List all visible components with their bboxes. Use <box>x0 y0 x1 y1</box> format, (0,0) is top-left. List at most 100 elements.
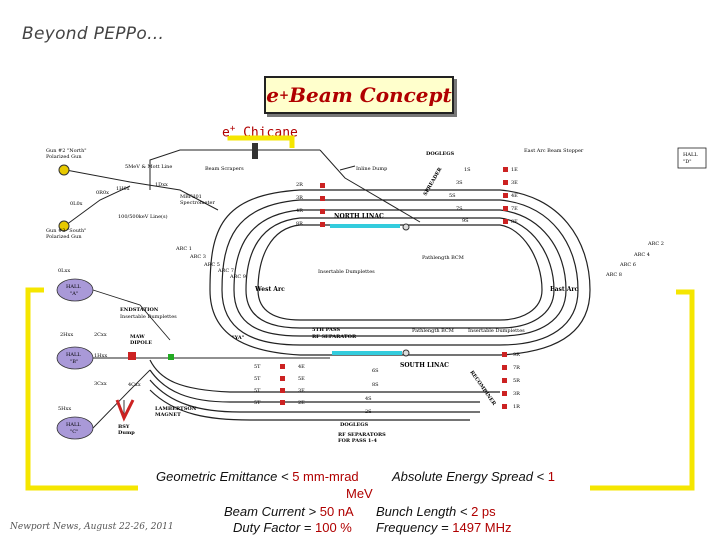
label-dipole: DIPOLE <box>130 340 152 346</box>
label-mott: 5MeV & Mott Line <box>125 164 172 170</box>
current-value: 50 nA <box>319 504 354 519</box>
label-r3: 3R <box>513 391 520 397</box>
freq-value: 1497 MHz <box>452 520 512 535</box>
label-hall-c: HALL <box>66 422 81 428</box>
label-w3: 4R <box>296 208 303 214</box>
label-for-pass: FOR PASS 1-4 <box>338 438 377 444</box>
injector <box>65 149 421 226</box>
spec-energy-unit: MeV <box>346 486 373 501</box>
bcm-top-icon <box>402 223 410 231</box>
chicane-magnet-icon <box>252 143 258 159</box>
label-m2: 5T <box>254 376 261 382</box>
label-w2: 3R <box>296 195 303 201</box>
north-linac <box>330 224 400 228</box>
label-t4: 4E <box>298 364 305 370</box>
label-arc7: ARC 7 <box>217 268 234 274</box>
label-0lx: 0L0x <box>70 201 83 207</box>
label-east-stopper: East Arc Beam Stopper <box>524 148 584 154</box>
label-west-arc: West Arc <box>254 286 285 293</box>
spec-duty: Duty Factor = 100 % <box>233 520 352 535</box>
bunch-label: Bunch Length < <box>376 504 472 519</box>
label-inline-dump: Inline Dump <box>356 166 387 172</box>
label-gun2b: Polarized Gun <box>46 154 82 160</box>
label-hall-d: HALL <box>683 152 698 158</box>
label-hall-a: HALL <box>66 284 81 290</box>
label-s2: 2S <box>365 409 372 415</box>
label-r1: 1R <box>513 404 520 410</box>
title-box: e+ Beam Concept <box>264 76 454 114</box>
label-1hxx: 1Hxx <box>94 353 107 359</box>
label-insertable-bot: Insertable Dumplettes <box>468 328 525 334</box>
label-s6: 6S <box>372 368 379 374</box>
spec-bunch: Bunch Length < 2 ps <box>376 504 496 519</box>
south-magnets <box>280 352 507 409</box>
label-east-arc: East Arc <box>550 286 579 293</box>
label-arc9: ARC 9 <box>229 274 246 280</box>
label-m3: 5T <box>254 388 261 394</box>
label-bsy: BSY <box>118 424 130 430</box>
duty-label: Duty Factor = <box>233 520 315 535</box>
label-m4: 5T <box>254 400 261 406</box>
label-fifth-pass: 5TH PASS <box>312 327 340 333</box>
label-2hxx: 2Hxx <box>60 332 73 338</box>
endstation-lines <box>92 289 330 429</box>
label-dump: Dump <box>118 430 135 436</box>
label-pathlength-bot: Pathlength BCM <box>412 328 454 334</box>
label-rf-seps: RF SEPARATORS <box>338 432 386 438</box>
label-pathlength-top: Pathlength BCM <box>422 255 464 261</box>
label-1dx: 1Dxx <box>155 182 168 188</box>
energy-unit: MeV <box>346 486 373 501</box>
energy-label: Absolute Energy Spread < <box>392 469 548 484</box>
footer: Newport News, August 22-26, 2011 <box>10 522 174 532</box>
label-r7: 7R <box>513 365 520 371</box>
duty-value: 100 % <box>315 520 352 535</box>
label-arc1: ARC 1 <box>175 246 192 252</box>
label-spectrometer: Spectrometer <box>180 200 215 206</box>
label-e5: 8E <box>511 219 518 225</box>
label-endstation: ENDSTATION <box>120 307 159 313</box>
maw-dipole-marker <box>128 352 136 360</box>
label-0r: 0R0x <box>96 190 109 196</box>
label-0lxx: 0Lxx <box>58 268 70 274</box>
label-r5: 5R <box>513 378 520 384</box>
label-e4: 7E <box>511 206 518 212</box>
arc-labels: ARC 1 ARC 3 ARC 5 ARC 7 ARC 9 ARC 2 ARC … <box>175 241 664 280</box>
label-r9: 9R <box>513 352 520 358</box>
label-2cxx: 2Cxx <box>94 332 107 338</box>
label-north-linac: NORTH LINAC <box>334 213 384 220</box>
label-magnet: MAGNET <box>155 412 181 418</box>
emittance-label: Geometric Emittance < <box>156 469 293 484</box>
green-marker-icon <box>168 354 174 360</box>
label-beam-scrapers: Beam Scrapers <box>205 166 244 172</box>
label-arc6: ARC 6 <box>619 262 636 268</box>
label-arc2: ARC 2 <box>647 241 664 247</box>
spec-current: Beam Current > 50 nA <box>224 504 354 519</box>
freq-label: Frequency = <box>376 520 453 535</box>
label-mbfilt: MBFil01 <box>180 194 202 200</box>
positron-loop <box>25 135 695 491</box>
label-arc3: ARC 3 <box>189 254 206 260</box>
hall-b-icon: HALL "B" <box>56 346 94 370</box>
label-doglegs-top: DOGLEGS <box>426 151 455 157</box>
current-label: Beam Current > <box>224 504 320 519</box>
label-s9: 9S <box>462 218 469 224</box>
label-insertable-top: Insertable Dumplettes <box>318 269 375 275</box>
label-rf-sep: RF SEPARATOR <box>312 334 357 340</box>
label-e1: 1E <box>511 167 518 173</box>
gun-south-icon <box>58 220 70 232</box>
label-maw: MAW <box>130 334 145 340</box>
label-ya: "YA" <box>232 335 245 341</box>
label-gun2: Gun #2 "North" <box>46 148 87 154</box>
hall-d-box <box>677 147 707 169</box>
spec-frequency: Frequency = 1497 MHz <box>376 520 512 535</box>
label-south-linac: SOUTH LINAC <box>400 362 449 369</box>
label-3cxx: 3Cxx <box>94 381 107 387</box>
label-s4: 4S <box>365 396 372 402</box>
hall-a-icon: HALL "A" <box>56 278 94 302</box>
label-s7: 7S <box>456 206 463 212</box>
label-w1: 2R <box>296 182 303 188</box>
label-hall-a2: "A" <box>70 291 78 297</box>
label-hall-c2: "C" <box>70 429 78 435</box>
label-gun3: Gun #3 "South" <box>46 228 86 234</box>
